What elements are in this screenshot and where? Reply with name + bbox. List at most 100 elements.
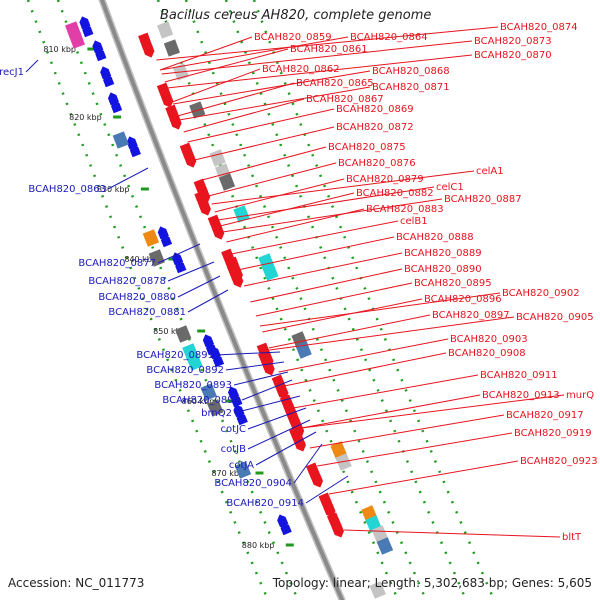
feature-shape — [200, 383, 217, 401]
gene-label: BCAH820_0875 — [328, 142, 406, 153]
gene-label: BCAH820_0911 — [480, 370, 558, 381]
cog-feature-block — [68, 31, 85, 49]
leader-line — [179, 86, 371, 121]
leader-line — [226, 208, 365, 243]
gene-label: celB1 — [400, 216, 428, 227]
leader-line — [237, 236, 395, 271]
scale-track — [56, 0, 300, 600]
leader-line — [247, 419, 311, 450]
forward-gene-arrow — [169, 116, 182, 130]
leader-line — [194, 126, 335, 161]
cog-feature-block — [218, 173, 236, 191]
gene-label: BCAH820_0871 — [372, 82, 450, 93]
forward-gene-arrow — [199, 202, 211, 216]
reverse-gene-arrow — [280, 522, 292, 536]
gene-label: BCAH820_0888 — [396, 232, 474, 243]
cog-feature-block — [200, 383, 217, 401]
gene-label: BCAH820_0887 — [444, 194, 522, 205]
gene-label: BCAH820_0902 — [502, 288, 580, 299]
leader-line — [305, 475, 349, 504]
genes-label: Genes: — [511, 576, 554, 590]
leader-line — [211, 170, 475, 205]
forward-gene-arrow — [231, 274, 244, 288]
gene-label: BCAH820_0861 — [290, 44, 368, 55]
leader-line — [156, 26, 499, 61]
leader-line — [309, 414, 505, 449]
cog-feature-block — [371, 525, 389, 543]
forward-gene-arrow — [184, 154, 197, 168]
scale-tick-label: 880 kbp — [242, 541, 275, 550]
gene-label: BCAH820_0904 — [214, 478, 292, 489]
cog-feature-block — [262, 263, 279, 281]
scale-tick-label: 840 kbp — [124, 255, 157, 264]
leader-line — [293, 443, 323, 484]
gene-label: BCAH820_0879 — [346, 174, 424, 185]
feature-shape — [184, 154, 197, 168]
feature-shape — [207, 399, 224, 417]
topology-label: Topology: — [272, 576, 329, 590]
feature-shape — [161, 94, 174, 108]
feature-shape — [112, 131, 129, 149]
gene-label: BCAH820_0878 — [88, 276, 166, 287]
gene-label: BCAH820_0877 — [78, 258, 156, 269]
feature-shape — [95, 48, 107, 62]
feature-shape — [376, 537, 394, 555]
leader-line — [167, 261, 215, 282]
gene-label: cotJA — [229, 460, 254, 471]
cog-feature-block — [234, 461, 252, 479]
leader-line — [172, 68, 261, 103]
feature-shape — [129, 144, 141, 158]
gene-label: BCAH820_0869 — [336, 104, 414, 115]
forward-gene-arrow — [161, 94, 174, 108]
gene-label: BCAH820_0872 — [336, 122, 414, 133]
feature-shape — [148, 249, 165, 267]
feature-shape — [175, 260, 187, 274]
leader-line — [187, 289, 229, 313]
leader-line — [255, 431, 317, 466]
reverse-gene-arrow — [103, 74, 115, 88]
cog-feature-block — [207, 399, 224, 417]
genome-backbone — [99, 0, 345, 600]
feature-shape — [294, 438, 307, 452]
leader-line — [208, 162, 337, 197]
gene-label: BCAH820_0870 — [474, 50, 552, 61]
reverse-gene-arrow — [95, 48, 107, 62]
gene-label: BCAH820_0865 — [296, 78, 374, 89]
leader-line — [202, 146, 327, 181]
gene-label: cotJB — [221, 444, 246, 455]
gene-label: BCAH820_0882 — [356, 188, 434, 199]
feature-shape — [212, 354, 225, 368]
leader-line — [177, 82, 295, 117]
cog-feature-block — [157, 21, 174, 39]
genes-value: 5,605 — [557, 576, 592, 590]
feature-shape — [209, 149, 226, 167]
cog-feature-block — [209, 149, 226, 167]
gene-label: BCAH820_0889 — [404, 248, 482, 259]
accession-info: Accession: NC_011773 — [8, 576, 144, 590]
leader-line — [220, 192, 355, 227]
gene-label: BCAH820_0891 — [136, 350, 214, 361]
gene-label: BCAH820_0917 — [506, 410, 584, 421]
leader-line — [262, 298, 423, 333]
reverse-gene-arrow — [111, 100, 123, 114]
feature-shape — [186, 353, 203, 371]
scale-tick-label: 820 kbp — [69, 113, 102, 122]
leader-line — [233, 371, 289, 386]
gene-label: BCAH820_0864 — [350, 32, 428, 43]
cog-feature-block — [142, 229, 160, 247]
forward-gene-arrow — [212, 226, 225, 240]
leader-line — [328, 460, 519, 495]
scale-tick-label: 860 kbp — [182, 397, 215, 406]
gene-label: cotJC — [221, 424, 246, 435]
leader-line — [301, 394, 481, 429]
cog-feature-block — [369, 581, 386, 599]
gene-label: BCAH820_0923 — [520, 456, 598, 467]
feature-shape — [231, 274, 244, 288]
length-label: Length: — [374, 576, 421, 590]
leader-line — [243, 252, 403, 287]
leader-line — [217, 186, 435, 221]
forward-gene-arrow — [294, 438, 307, 452]
gene-label: BCAH820_0867 — [306, 94, 384, 105]
gene-label: BCAH820_0881 — [108, 307, 186, 318]
